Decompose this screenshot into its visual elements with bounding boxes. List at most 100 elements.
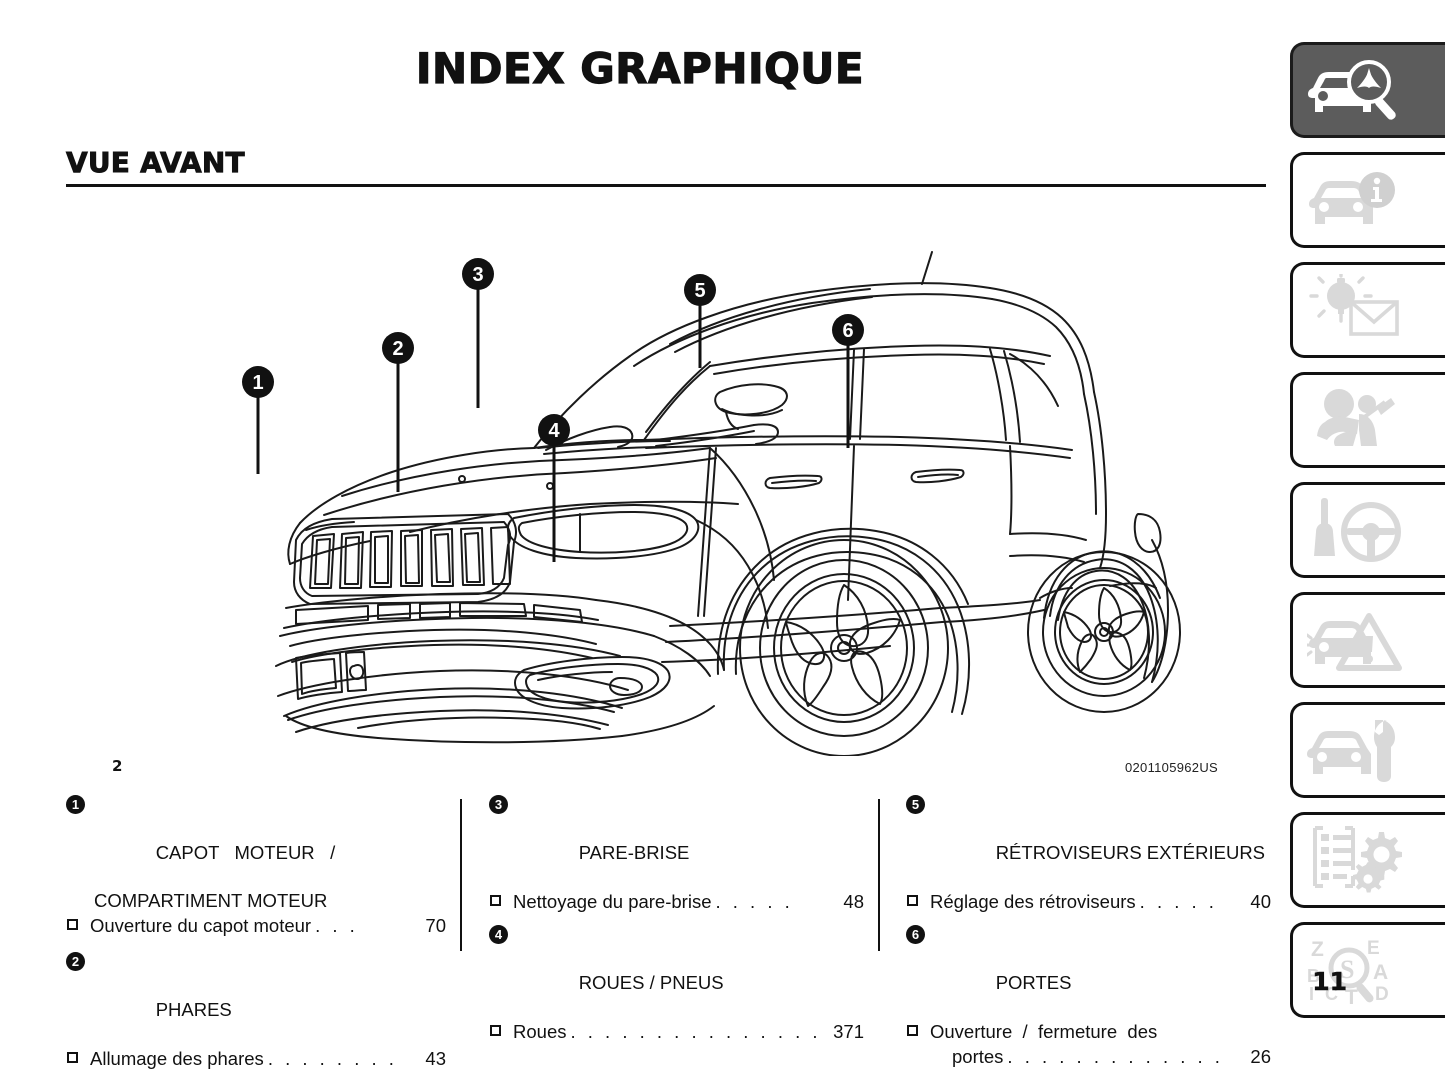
tab-dashboard-messages[interactable] bbox=[1290, 262, 1445, 358]
svg-text:2: 2 bbox=[392, 338, 403, 360]
legend-entry-page: 70 bbox=[425, 915, 446, 936]
lamp-envelope-icon bbox=[1307, 274, 1403, 346]
leader-dots: . . . bbox=[315, 915, 359, 936]
gear-lever-steering-wheel-icon bbox=[1307, 494, 1403, 566]
svg-text:C: C bbox=[1325, 984, 1338, 1004]
page-content: INDEX GRAPHIQUE VUE AVANT bbox=[66, 43, 1271, 1069]
legend-entry[interactable]: Roues . . . . . . . . . . . . . . . . 37… bbox=[489, 1019, 864, 1044]
tab-maintenance-care[interactable] bbox=[1290, 702, 1445, 798]
legend-entry-text: Ouverture du capot moteur bbox=[90, 915, 312, 936]
section-title: VUE AVANT bbox=[66, 146, 246, 179]
car-warning-triangle-icon bbox=[1307, 604, 1403, 676]
square-bullet-icon bbox=[490, 895, 501, 906]
legend-entry-text: Ouverture / fermeture des bbox=[930, 1021, 1158, 1042]
legend-group-heading: 2 PHARES bbox=[66, 950, 446, 1046]
legend-entry-page: 43 bbox=[425, 1048, 446, 1069]
section-header: VUE AVANT bbox=[66, 146, 1266, 190]
vehicle-front-view-illustration: 1 2 3 4 5 6 bbox=[110, 196, 1260, 756]
figure-reference-code: 0201105962US bbox=[1125, 760, 1218, 775]
tab-graphic-index[interactable] bbox=[1290, 42, 1445, 138]
legend-group-title-line2: COMPARTIMENT MOTEUR bbox=[94, 890, 328, 911]
legend-group-title: PORTES bbox=[995, 972, 1072, 993]
svg-text:6: 6 bbox=[842, 320, 853, 342]
legend-group-title: PARE-BRISE bbox=[578, 842, 690, 863]
legend-entry[interactable]: Allumage des phares . . . . . . . . 43 bbox=[66, 1046, 446, 1071]
legend-group-title: ROUES / PNEUS bbox=[578, 972, 724, 993]
legend-group-3: 3 PARE-BRISE Nettoyage du pare-brise . .… bbox=[489, 793, 864, 914]
legend-group-2: 2 PHARES Allumage des phares . . . . . .… bbox=[66, 950, 446, 1071]
legend-group-title: RÉTROVISEURS EXTÉRIEURS bbox=[995, 842, 1266, 863]
svg-text:4: 4 bbox=[548, 420, 560, 442]
legend-group-heading: 5 RÉTROVISEURS EXTÉRIEURS bbox=[906, 793, 1271, 889]
section-rule-divider bbox=[66, 184, 1266, 187]
callout-markers: 1 2 3 4 5 6 bbox=[242, 258, 864, 446]
car-magnifier-icon bbox=[1307, 54, 1403, 126]
svg-text:3: 3 bbox=[472, 264, 483, 286]
legend-column-3: 5 RÉTROVISEURS EXTÉRIEURS Réglage des ré… bbox=[906, 793, 1271, 1067]
legend-entry-page: 48 bbox=[843, 891, 864, 912]
tab-emergency[interactable] bbox=[1290, 592, 1445, 688]
alphabetical-index-icon: Z B I C T E A D S bbox=[1307, 934, 1403, 1006]
manual-page: INDEX GRAPHIQUE VUE AVANT bbox=[65, 0, 1445, 1069]
legend-group-4: 4 ROUES / PNEUS Roues . . . . . . . . . … bbox=[489, 923, 864, 1044]
tab-technical-specifications[interactable] bbox=[1290, 812, 1445, 908]
column-divider-2 bbox=[878, 799, 880, 951]
svg-text:D: D bbox=[1375, 984, 1389, 1005]
svg-text:E: E bbox=[1367, 938, 1380, 959]
legend-column-1: 1 CAPOT MOTEUR / COMPARTIMENT MOTEUR Ouv… bbox=[66, 793, 446, 1069]
legend-column-2: 3 PARE-BRISE Nettoyage du pare-brise . .… bbox=[489, 793, 864, 1042]
tab-starting-driving[interactable] bbox=[1290, 482, 1445, 578]
svg-text:5: 5 bbox=[694, 280, 705, 302]
svg-text:B: B bbox=[1307, 966, 1320, 986]
legend-bullet-6: 6 bbox=[906, 925, 925, 944]
legend-group-heading: 1 CAPOT MOTEUR / bbox=[66, 793, 446, 889]
tab-vehicle-knowledge[interactable] bbox=[1290, 152, 1445, 248]
svg-text:S: S bbox=[1340, 955, 1354, 984]
figure-caption: 2 bbox=[112, 757, 123, 775]
leader-dots: . . . . . bbox=[1139, 891, 1218, 912]
tab-alphabetical-index[interactable]: Z B I C T E A D S bbox=[1290, 922, 1445, 1018]
page-title: INDEX GRAPHIQUE bbox=[415, 43, 865, 93]
legend-group-1: 1 CAPOT MOTEUR / COMPARTIMENT MOTEUR Ouv… bbox=[66, 793, 446, 938]
legend-entry[interactable]: Ouverture / fermeture des bbox=[906, 1019, 1271, 1044]
svg-text:T: T bbox=[1345, 986, 1358, 1006]
leader-dots: . . . . . . . . bbox=[267, 1048, 398, 1069]
legend-group-6: 6 PORTES Ouverture / fermeture des porte… bbox=[906, 923, 1271, 1069]
svg-text:A: A bbox=[1373, 961, 1388, 984]
group-spacer bbox=[489, 914, 864, 923]
car-wrench-icon bbox=[1307, 714, 1403, 786]
legend-entry-text: Allumage des phares bbox=[90, 1048, 264, 1069]
page-number: 11 bbox=[1312, 967, 1347, 997]
column-divider-1 bbox=[460, 799, 462, 951]
leader-dots: . . . . . . . . . . . . . . . . bbox=[570, 1021, 826, 1042]
legend-entry[interactable]: Ouverture du capot moteur . . . 70 bbox=[66, 913, 446, 938]
legend-entry-text: Nettoyage du pare-brise bbox=[513, 891, 712, 912]
svg-text:I: I bbox=[1309, 984, 1314, 1004]
svg-text:Z: Z bbox=[1311, 938, 1324, 961]
chapter-tab-rail: Z B I C T E A D S bbox=[1280, 0, 1445, 1018]
legend-group-title: PHARES bbox=[155, 999, 232, 1020]
legend-entry-text: portes bbox=[952, 1046, 1004, 1067]
square-bullet-icon bbox=[907, 1025, 918, 1036]
legend-group-heading: 4 ROUES / PNEUS bbox=[489, 923, 864, 1019]
legend-entry-continuation[interactable]: portes . . . . . . . . . . . . . . . . 2… bbox=[906, 1044, 1271, 1069]
graphic-index-legend: 1 CAPOT MOTEUR / COMPARTIMENT MOTEUR Ouv… bbox=[66, 793, 1271, 1069]
legend-group-heading: 3 PARE-BRISE bbox=[489, 793, 864, 889]
legend-group-heading: 6 PORTES bbox=[906, 923, 1271, 1019]
legend-entry[interactable]: Réglage des rétroviseurs . . . . . 40 bbox=[906, 889, 1271, 914]
legend-group-5: 5 RÉTROVISEURS EXTÉRIEURS Réglage des ré… bbox=[906, 793, 1271, 914]
legend-entry[interactable]: Nettoyage du pare-brise . . . . . 48 bbox=[489, 889, 864, 914]
group-spacer bbox=[906, 914, 1271, 923]
legend-bullet-5: 5 bbox=[906, 795, 925, 814]
legend-entry-page: 26 bbox=[1250, 1046, 1271, 1067]
legend-entry-text: Roues bbox=[513, 1021, 567, 1042]
tab-safety[interactable] bbox=[1290, 372, 1445, 468]
square-bullet-icon bbox=[490, 1025, 501, 1036]
leader-dots: . . . . . . . . . . . . . . . . bbox=[1007, 1046, 1233, 1067]
square-bullet-icon bbox=[907, 895, 918, 906]
legend-bullet-2: 2 bbox=[66, 952, 85, 971]
svg-text:1: 1 bbox=[252, 372, 263, 394]
square-bullet-icon bbox=[67, 1052, 78, 1063]
legend-bullet-3: 3 bbox=[489, 795, 508, 814]
car-info-icon bbox=[1307, 164, 1403, 236]
